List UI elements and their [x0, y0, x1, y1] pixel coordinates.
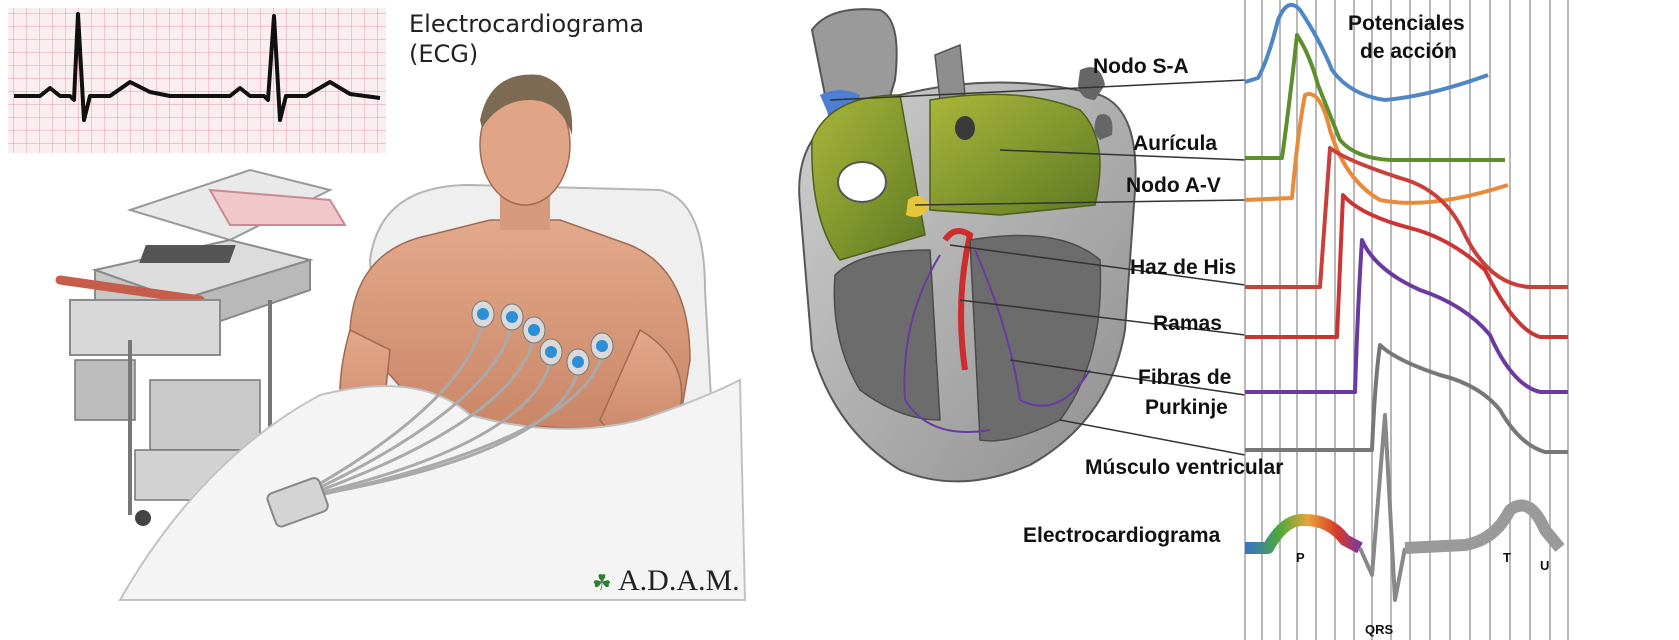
label-electrocardiograma: Electrocardiograma	[1023, 524, 1221, 547]
t-wave	[1405, 506, 1560, 549]
electrode-gel-icon	[596, 340, 608, 352]
keyboard	[139, 245, 236, 263]
wave-label-qrs: QRS	[1365, 622, 1394, 637]
electrode-gel-icon	[572, 356, 584, 368]
ecg-title-line1: Electrocardiograma	[409, 10, 644, 38]
ecg-title-line2: (ECG)	[409, 40, 478, 68]
label-ramas: Ramas	[1153, 312, 1222, 335]
ecg-bottom-trace	[1245, 415, 1560, 600]
wave-label-t: T	[1503, 550, 1511, 565]
trace-purkinje	[1245, 240, 1568, 392]
adam-logo-text: A.D.A.M.	[618, 564, 740, 597]
heart-cross-section	[799, 9, 1135, 481]
electrode-gel-icon	[477, 308, 489, 320]
label-haz-de-his: Haz de His	[1130, 256, 1236, 279]
left-atrium	[930, 94, 1100, 215]
qrs-complex	[1360, 415, 1405, 600]
action-potentials-header-line2: de acción	[1360, 40, 1457, 63]
trace-ramas	[1245, 195, 1568, 337]
action-potentials-header-line1: Potenciales	[1348, 12, 1465, 35]
electrode-gel-icon	[506, 311, 518, 323]
electrode-gel-icon	[545, 346, 557, 358]
printout-paper	[210, 190, 345, 225]
label-nodo-sa: Nodo S-A	[1093, 55, 1189, 78]
leaf-icon: ☘	[592, 571, 612, 596]
wave-label-p: P	[1296, 550, 1305, 565]
label-musculo-ventricular: Músculo ventricular	[1085, 456, 1283, 479]
wave-label-u: U	[1540, 558, 1549, 573]
label-nodo-av: Nodo A-V	[1126, 174, 1221, 197]
label-fibras-de: Fibras de	[1138, 366, 1231, 389]
vena-cava-opening	[838, 162, 886, 202]
electrode-gel-icon	[528, 324, 540, 336]
ecg-strip	[8, 8, 386, 153]
label-purkinje: Purkinje	[1145, 396, 1228, 419]
trace-musculo-ventricular	[1245, 345, 1568, 452]
label-auricula: Aurícula	[1133, 132, 1217, 155]
action-potential-traces	[1245, 5, 1568, 452]
